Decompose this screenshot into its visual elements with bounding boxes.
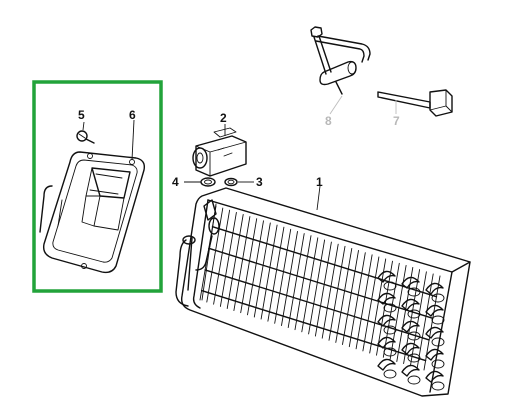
evaporator-fin (416, 273, 434, 369)
part-4-oring[interactable] (200, 177, 216, 187)
coil-end (431, 359, 445, 369)
evaporator-fin (409, 271, 427, 367)
coil-end (401, 320, 420, 333)
evaporator-fin (389, 264, 407, 360)
evaporator-fin (219, 211, 237, 307)
callout-1: 1 (316, 175, 323, 189)
coil-end (377, 336, 396, 349)
coil-end (383, 281, 397, 291)
coil-end (431, 337, 445, 347)
part-3-oring[interactable] (224, 177, 238, 187)
coil-end (407, 375, 421, 385)
callout-7: 7 (393, 114, 400, 128)
coil-end (383, 325, 397, 335)
coil-end (401, 342, 420, 355)
part-7-tool[interactable] (377, 89, 453, 117)
callout-6: 6 (129, 108, 136, 122)
part-1-evaporator[interactable] (175, 187, 471, 397)
coil-end (431, 381, 445, 391)
evaporator-fin (267, 226, 285, 322)
evaporator-fin (308, 239, 326, 335)
coil-end (407, 287, 421, 297)
coil-end (407, 353, 421, 363)
evaporator-fin (342, 250, 359, 345)
coil-end (383, 303, 397, 313)
coil-end (377, 270, 396, 283)
evaporator-fin (240, 218, 258, 314)
evaporator-fin (314, 241, 332, 337)
evaporator-fin (355, 254, 373, 350)
coil-end (401, 276, 420, 289)
coil-end (383, 369, 397, 379)
evaporator-fin (226, 214, 244, 309)
coil-end (431, 315, 445, 325)
evaporator-fin (287, 233, 305, 329)
coil-end (383, 347, 397, 357)
evaporator-tube-band (211, 225, 438, 298)
evaporator-fin (348, 252, 366, 348)
evaporator-fin (335, 247, 353, 343)
callout-4: 4 (172, 175, 179, 189)
part-6-cover[interactable] (39, 151, 146, 274)
coil-end (425, 370, 444, 383)
evaporator-fin (253, 222, 271, 318)
coil-end (407, 309, 421, 319)
coil-end (425, 282, 444, 295)
evaporator-fin (369, 258, 387, 354)
coil-end (401, 364, 420, 377)
coil-end (377, 314, 396, 327)
coil-end (425, 348, 444, 361)
evaporator-fin (376, 260, 393, 356)
evaporator-tube-band (204, 269, 430, 341)
leader-lines (82, 95, 397, 211)
evaporator-fin (233, 216, 251, 312)
coil-end (431, 293, 445, 303)
coil-end (377, 358, 396, 371)
evaporator-fin (403, 269, 421, 365)
coil-end (425, 304, 444, 317)
callout-3: 3 (256, 175, 263, 189)
evaporator-fin (362, 256, 380, 352)
evaporator-fin (301, 237, 319, 333)
evaporator-fin (294, 235, 312, 331)
evaporator-fin (247, 220, 264, 316)
evaporator-fin (328, 245, 346, 341)
evaporator-fin (206, 207, 224, 303)
part-5-screw[interactable] (76, 130, 95, 144)
part-2-expansion-valve[interactable] (192, 127, 247, 177)
coil-end (425, 326, 444, 339)
evaporator-fin (382, 262, 400, 358)
callout-8: 8 (325, 114, 332, 128)
coil-end (407, 331, 421, 341)
coil-end (401, 298, 420, 311)
evaporator-fin (396, 267, 414, 362)
evaporator-fin (274, 228, 292, 324)
evaporator-tube-band (208, 247, 434, 319)
evaporator-fin (213, 209, 231, 305)
evaporator-fin (281, 231, 298, 326)
evaporator-fin (260, 224, 278, 320)
evaporator-tube-band (200, 289, 427, 362)
coil-end (377, 292, 396, 305)
evaporator-fin (321, 243, 339, 339)
highlight-frame[interactable] (32, 80, 163, 293)
callout-2: 2 (220, 111, 227, 125)
callout-5: 5 (78, 108, 85, 122)
part-8-rod[interactable] (310, 26, 371, 95)
